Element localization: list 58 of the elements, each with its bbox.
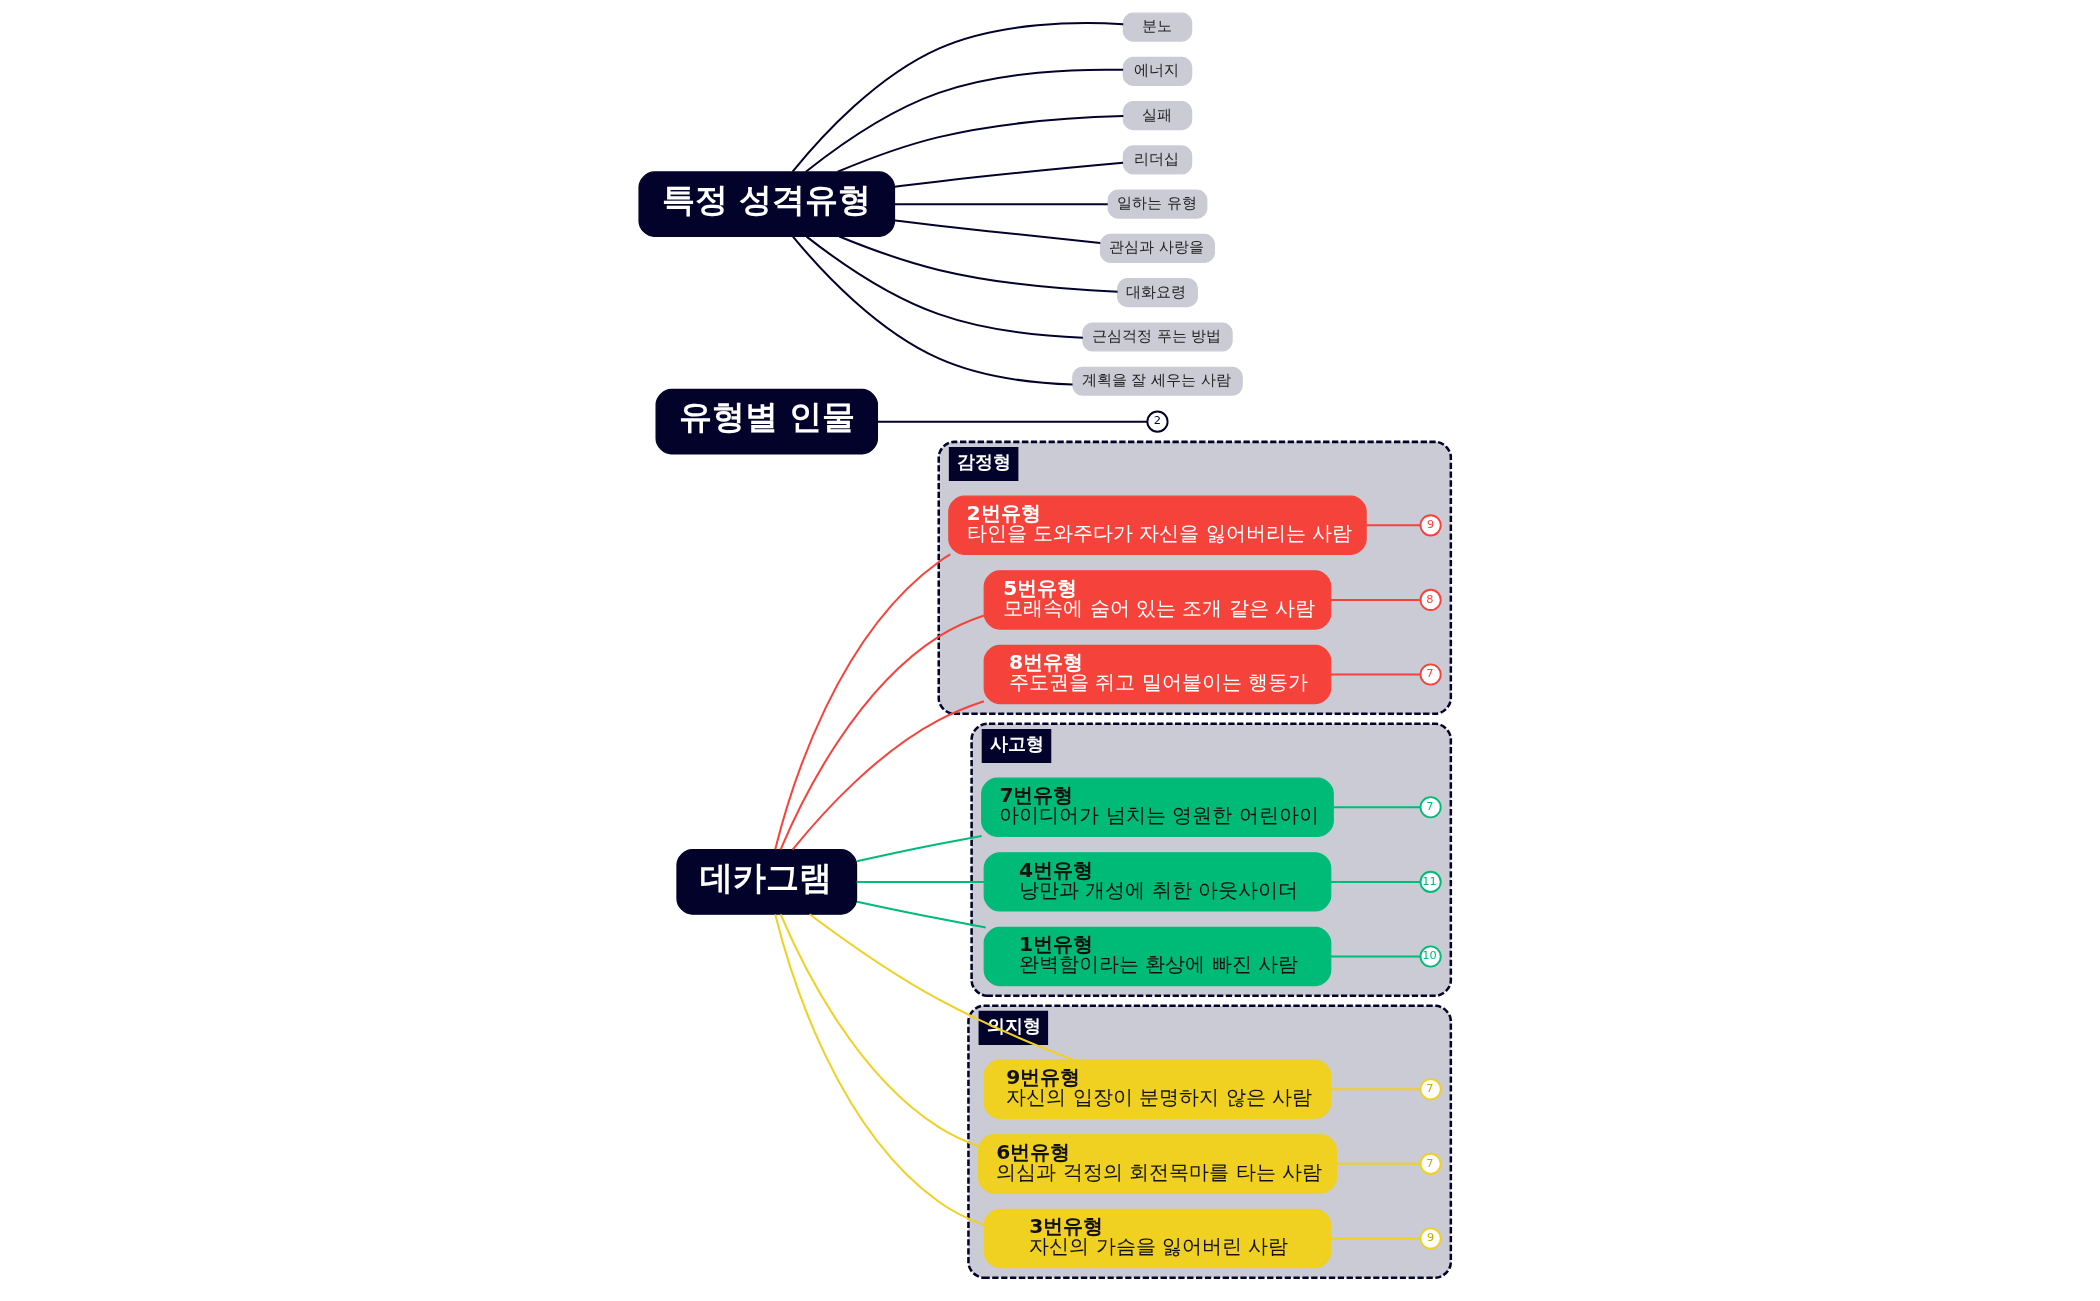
- node-box: 실패: [1122, 101, 1193, 131]
- node-box: 3번유형 자신의 가슴을 잃어버린 사람: [983, 1208, 1332, 1269]
- connector: [1330, 955, 1421, 958]
- connector: [856, 900, 986, 929]
- node-circle: 2: [1146, 410, 1169, 433]
- connector: [1333, 806, 1421, 809]
- node-box: 1번유형 완벽함이라는 환상에 빠진 사람: [983, 926, 1332, 987]
- connector: [774, 914, 985, 1226]
- connector: [1366, 524, 1421, 527]
- connector: [779, 914, 979, 1148]
- connector: [1330, 1237, 1421, 1240]
- connector: [774, 553, 951, 850]
- connector: [1330, 598, 1421, 601]
- node-circle: 7: [1419, 1152, 1442, 1175]
- connector: [1330, 673, 1421, 676]
- node-circle: 9: [1419, 514, 1442, 537]
- node-box: 계획을 잘 세우는 사람: [1072, 366, 1243, 396]
- node-box: 6번유형 의심과 걱정의 회전목마를 타는 사람: [977, 1134, 1338, 1194]
- node-box: 일하는 유형: [1107, 189, 1208, 219]
- connector: [839, 235, 1118, 293]
- connector: [837, 115, 1124, 173]
- node-box: 관심과 사랑을: [1099, 233, 1215, 263]
- connector: [1336, 1162, 1421, 1165]
- node-circle: 8: [1419, 588, 1442, 611]
- connector: [805, 68, 1124, 173]
- node-box: 에너지: [1122, 56, 1193, 86]
- connector: [1330, 1088, 1421, 1091]
- node-box: 리더십: [1122, 145, 1193, 175]
- connector: [791, 700, 985, 851]
- node-circle: 7: [1419, 1078, 1442, 1101]
- connector: [856, 834, 982, 863]
- connector: [877, 420, 1148, 423]
- connector: [806, 235, 1083, 339]
- node-circle: 10: [1419, 945, 1442, 968]
- node-box: 8번유형 주도권을 쥐고 밀어붙이는 행동가: [983, 644, 1332, 705]
- node-box: 대화요령: [1117, 278, 1198, 308]
- node-box: 특정 성격유형: [638, 171, 896, 238]
- connector: [894, 219, 1101, 244]
- node-box: 유형별 인물: [655, 388, 879, 455]
- node-circle: 11: [1419, 870, 1442, 893]
- connector: [856, 880, 984, 883]
- node-box: 7번유형 아이디어가 넘치는 영원한 어린아이: [981, 777, 1334, 837]
- node-box: 데카그램: [676, 849, 858, 915]
- node-box: 5번유형 모래속에 숨어 있는 조개 같은 사람: [983, 570, 1332, 630]
- connector: [779, 614, 985, 850]
- node-box: 2번유형 타인을 도와주다가 자신을 잃어버리는 사람: [948, 495, 1367, 556]
- node-box: 분노: [1122, 12, 1193, 42]
- connector: [1330, 880, 1421, 883]
- node-box: 9번유형 자신의 입장이 분명하지 않은 사람: [983, 1059, 1332, 1119]
- connector: [894, 161, 1124, 188]
- node-box: 근심걱정 푸는 방법: [1082, 322, 1233, 352]
- node-circle: 9: [1419, 1227, 1442, 1250]
- node-box: 4번유형 낭만과 개성에 취한 아웃사이더: [983, 852, 1332, 912]
- node-circle: 7: [1419, 663, 1442, 686]
- node-circle: 7: [1419, 796, 1442, 819]
- connector: [791, 22, 1124, 173]
- connector: [894, 203, 1108, 206]
- connector: [792, 235, 1073, 386]
